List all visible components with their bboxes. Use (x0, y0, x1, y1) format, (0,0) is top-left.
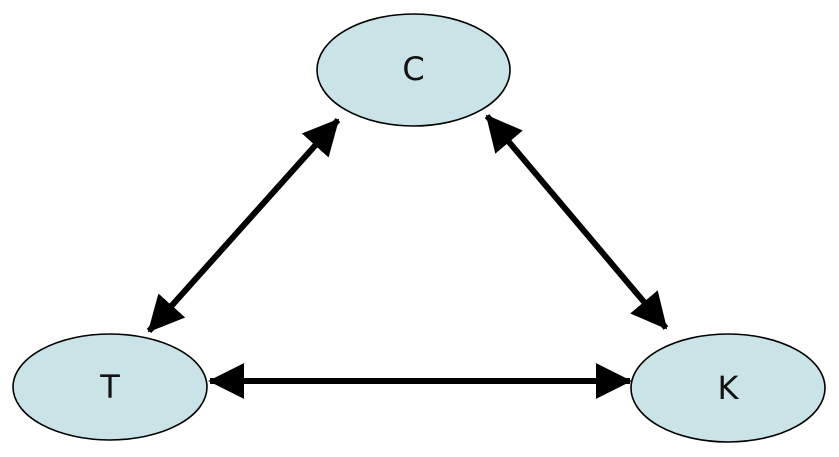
node-k: K (630, 333, 826, 443)
edge-c-t-arrow (146, 117, 341, 334)
node-k-label: K (718, 369, 740, 407)
node-c-ellipse (316, 13, 511, 127)
node-t-ellipse (12, 333, 208, 441)
edge-c-k-arrow (484, 114, 669, 330)
node-k-ellipse (630, 333, 826, 443)
node-c-label: C (402, 50, 424, 88)
edges (146, 114, 669, 399)
node-c: C (316, 13, 511, 127)
node-t-label: T (99, 368, 120, 406)
node-t: T (12, 333, 208, 441)
